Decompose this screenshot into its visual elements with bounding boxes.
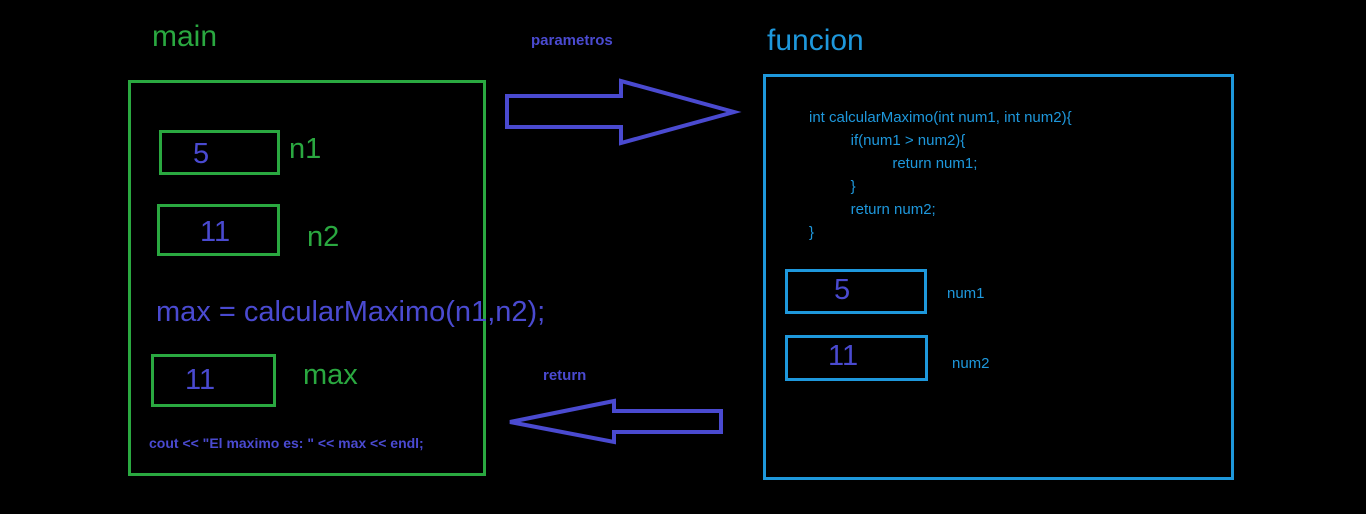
n2-value: 11: [200, 216, 231, 248]
code-line: return num2;: [809, 201, 936, 218]
code-line: if(num1 > num2){: [809, 132, 966, 149]
main-title: main: [152, 20, 218, 53]
num1-value: 5: [834, 274, 851, 306]
num2-label: num2: [952, 355, 990, 372]
num2-box: [785, 335, 928, 381]
n1-box: [159, 130, 280, 175]
max-label: max: [303, 359, 358, 391]
num2-value: 11: [828, 340, 859, 372]
funcion-frame: [763, 74, 1234, 480]
n2-box: [157, 204, 280, 256]
n1-value: 5: [193, 138, 210, 170]
max-box: [151, 354, 276, 407]
code-line: }: [809, 224, 815, 241]
cout-line: cout << "El maximo es: " << max << endl;: [149, 435, 424, 451]
n1-label: n1: [289, 133, 322, 165]
code-line: int calcularMaximo(int num1, int num2){: [809, 109, 1072, 126]
num1-label: num1: [947, 285, 985, 302]
funcion-title: funcion: [767, 24, 864, 57]
return-label: return: [543, 367, 587, 384]
code-line: }: [809, 178, 856, 195]
function-call-line: max = calcularMaximo(n1,n2);: [156, 296, 546, 328]
parametros-label: parametros: [531, 32, 613, 49]
main-frame: [128, 80, 486, 476]
function-code-block: int calcularMaximo(int num1, int num2){ …: [809, 106, 1072, 244]
max-value: 11: [185, 364, 216, 396]
code-line: return num1;: [809, 155, 978, 172]
n2-label: n2: [307, 221, 340, 253]
num1-box: [785, 269, 927, 314]
